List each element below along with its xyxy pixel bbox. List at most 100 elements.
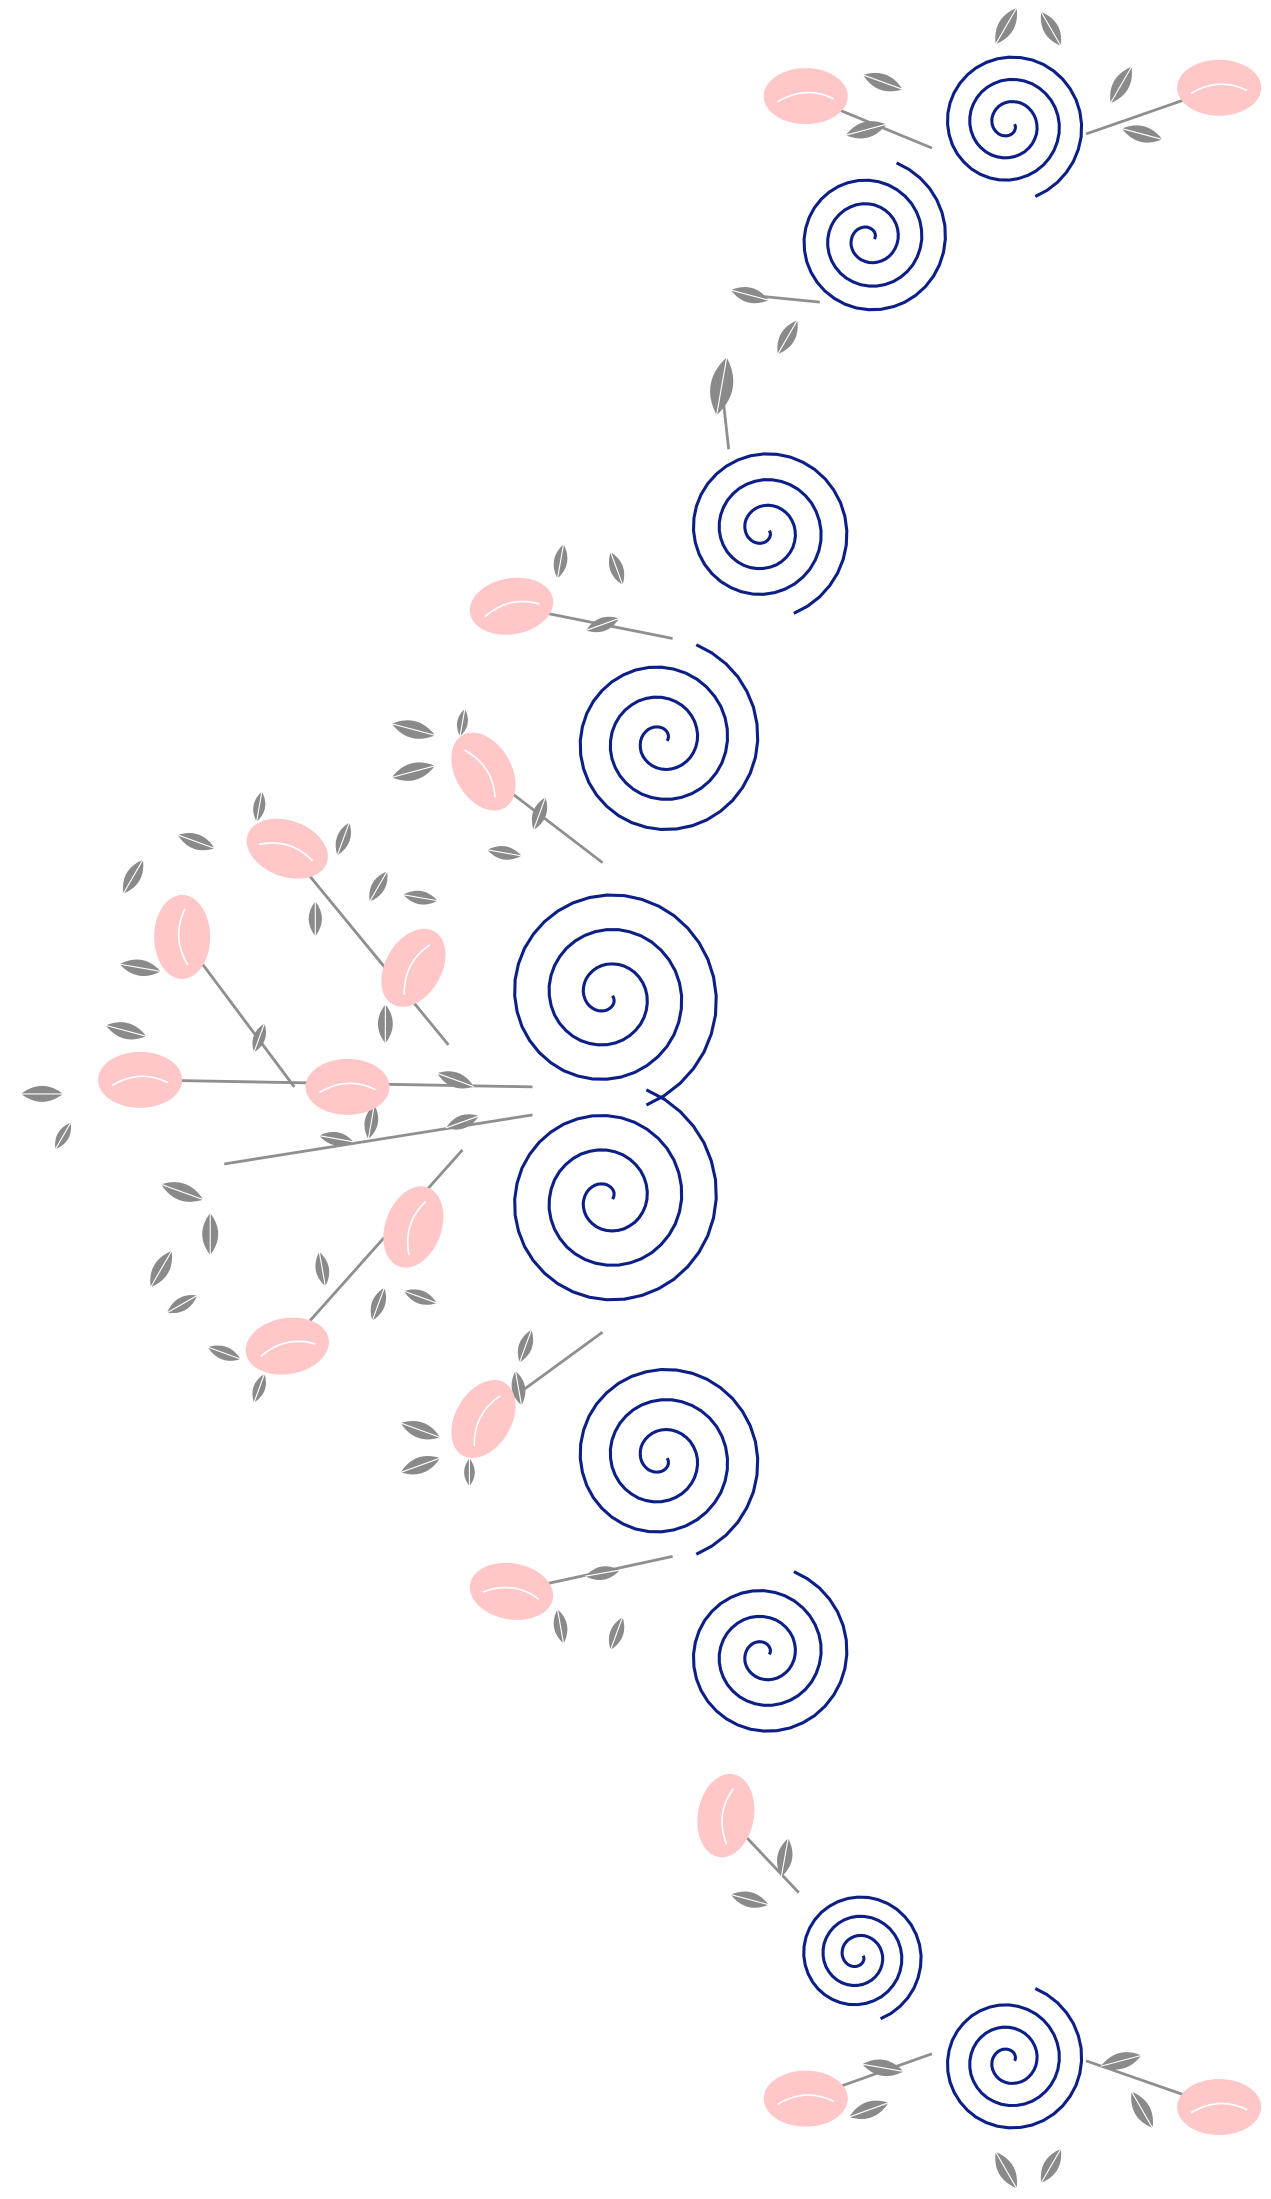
leaf-vein — [403, 1290, 438, 1304]
leaf — [202, 1213, 219, 1256]
leaf-vein — [862, 74, 903, 90]
leaf-vein — [845, 123, 887, 136]
bud-fold — [777, 91, 835, 103]
leaf — [777, 319, 798, 355]
leaf-vein — [610, 1616, 624, 1651]
rosebud — [763, 2070, 848, 2127]
bud-petals — [383, 1186, 444, 1268]
leaf — [995, 7, 1018, 45]
rosebud — [154, 894, 211, 979]
leaf — [995, 2151, 1018, 2189]
leaf-vein — [780, 1838, 789, 1878]
bud-petals — [451, 732, 516, 811]
leaf — [403, 1289, 438, 1305]
leaf — [517, 1329, 534, 1363]
leaf-vein — [848, 2102, 889, 2118]
leaf — [207, 1345, 241, 1361]
bud-petals — [381, 928, 446, 1007]
leaf-vein — [1100, 2054, 1142, 2067]
bud-petals — [763, 68, 848, 125]
leaf — [553, 544, 568, 579]
leaf-vein — [369, 871, 388, 902]
leaf — [166, 1294, 198, 1314]
leaf — [335, 822, 352, 856]
leaf-vein — [318, 1251, 326, 1287]
bud-fold — [721, 1787, 735, 1845]
spiral — [578, 643, 760, 832]
leaf-vein — [487, 849, 522, 857]
leaf-vein — [122, 859, 144, 894]
bud-fold — [473, 1395, 501, 1447]
rosebud — [469, 577, 554, 635]
leaf — [105, 1022, 147, 1040]
bud-fold — [484, 600, 540, 618]
leaf — [253, 791, 266, 822]
leaf — [845, 121, 887, 139]
leaf-vein — [177, 834, 215, 849]
bud-fold — [482, 1586, 540, 1600]
spiral — [578, 1367, 760, 1556]
leaf — [1131, 2091, 1154, 2129]
leaf-vein — [716, 357, 728, 416]
bud-fold — [1190, 2102, 1248, 2114]
leaf-vein — [730, 289, 769, 301]
rosebud — [246, 818, 328, 879]
leaf-vein — [166, 1294, 198, 1314]
spiral — [802, 1895, 923, 2021]
leaf — [150, 1250, 173, 1288]
leaf — [608, 551, 625, 586]
spiral — [691, 1570, 849, 1733]
spirals — [513, 55, 1084, 2130]
bud-fold — [258, 842, 314, 862]
leaf — [318, 1131, 354, 1146]
rosebud — [451, 732, 516, 811]
spiral — [946, 55, 1084, 198]
bud-fold — [777, 2094, 835, 2105]
leaf-vein — [400, 1457, 441, 1473]
leaf-vein — [459, 708, 466, 737]
leaf — [585, 1566, 620, 1581]
bud-petals — [245, 1317, 329, 1375]
leaf-vein — [436, 1072, 475, 1088]
bud-petals — [305, 1058, 390, 1115]
bud-fold — [1190, 83, 1248, 95]
leaf-vein — [391, 765, 436, 778]
leaf — [252, 1023, 267, 1053]
rosebud — [1177, 2079, 1262, 2136]
leaf-vein — [207, 1346, 241, 1360]
rosebud — [1177, 59, 1262, 116]
rosebuds — [98, 59, 1262, 2136]
rosebud — [245, 1317, 329, 1375]
leaf — [377, 1004, 393, 1044]
leaf — [848, 2100, 889, 2120]
leaf — [730, 287, 769, 304]
leaf — [1040, 11, 1062, 47]
leaf — [531, 796, 548, 831]
leaf-vein — [995, 7, 1018, 45]
bud-petals — [154, 894, 211, 979]
leaf-vein — [367, 1104, 375, 1140]
leaf-vein — [253, 1023, 266, 1053]
leaf-vein — [150, 1250, 173, 1288]
leaf — [391, 762, 436, 781]
bud-fold — [111, 1075, 169, 1087]
rosebud — [305, 1058, 390, 1115]
spiral — [691, 452, 849, 615]
leaf — [487, 845, 522, 860]
bud-fold — [403, 944, 431, 995]
leaf-vein — [54, 1122, 72, 1150]
rosebud — [697, 1773, 755, 1858]
spiral — [513, 1088, 718, 1302]
leaf — [1100, 2052, 1142, 2070]
leaf-vein — [556, 1609, 565, 1644]
leaf — [315, 1251, 330, 1287]
leaves — [21, 7, 1163, 2189]
leaf — [400, 1456, 441, 1475]
leaf-vein — [445, 1115, 480, 1129]
rosebud — [451, 1379, 516, 1459]
spiral — [946, 1987, 1084, 2130]
leaf — [119, 959, 161, 977]
leaf — [369, 871, 388, 902]
leaf-vein — [556, 544, 565, 579]
